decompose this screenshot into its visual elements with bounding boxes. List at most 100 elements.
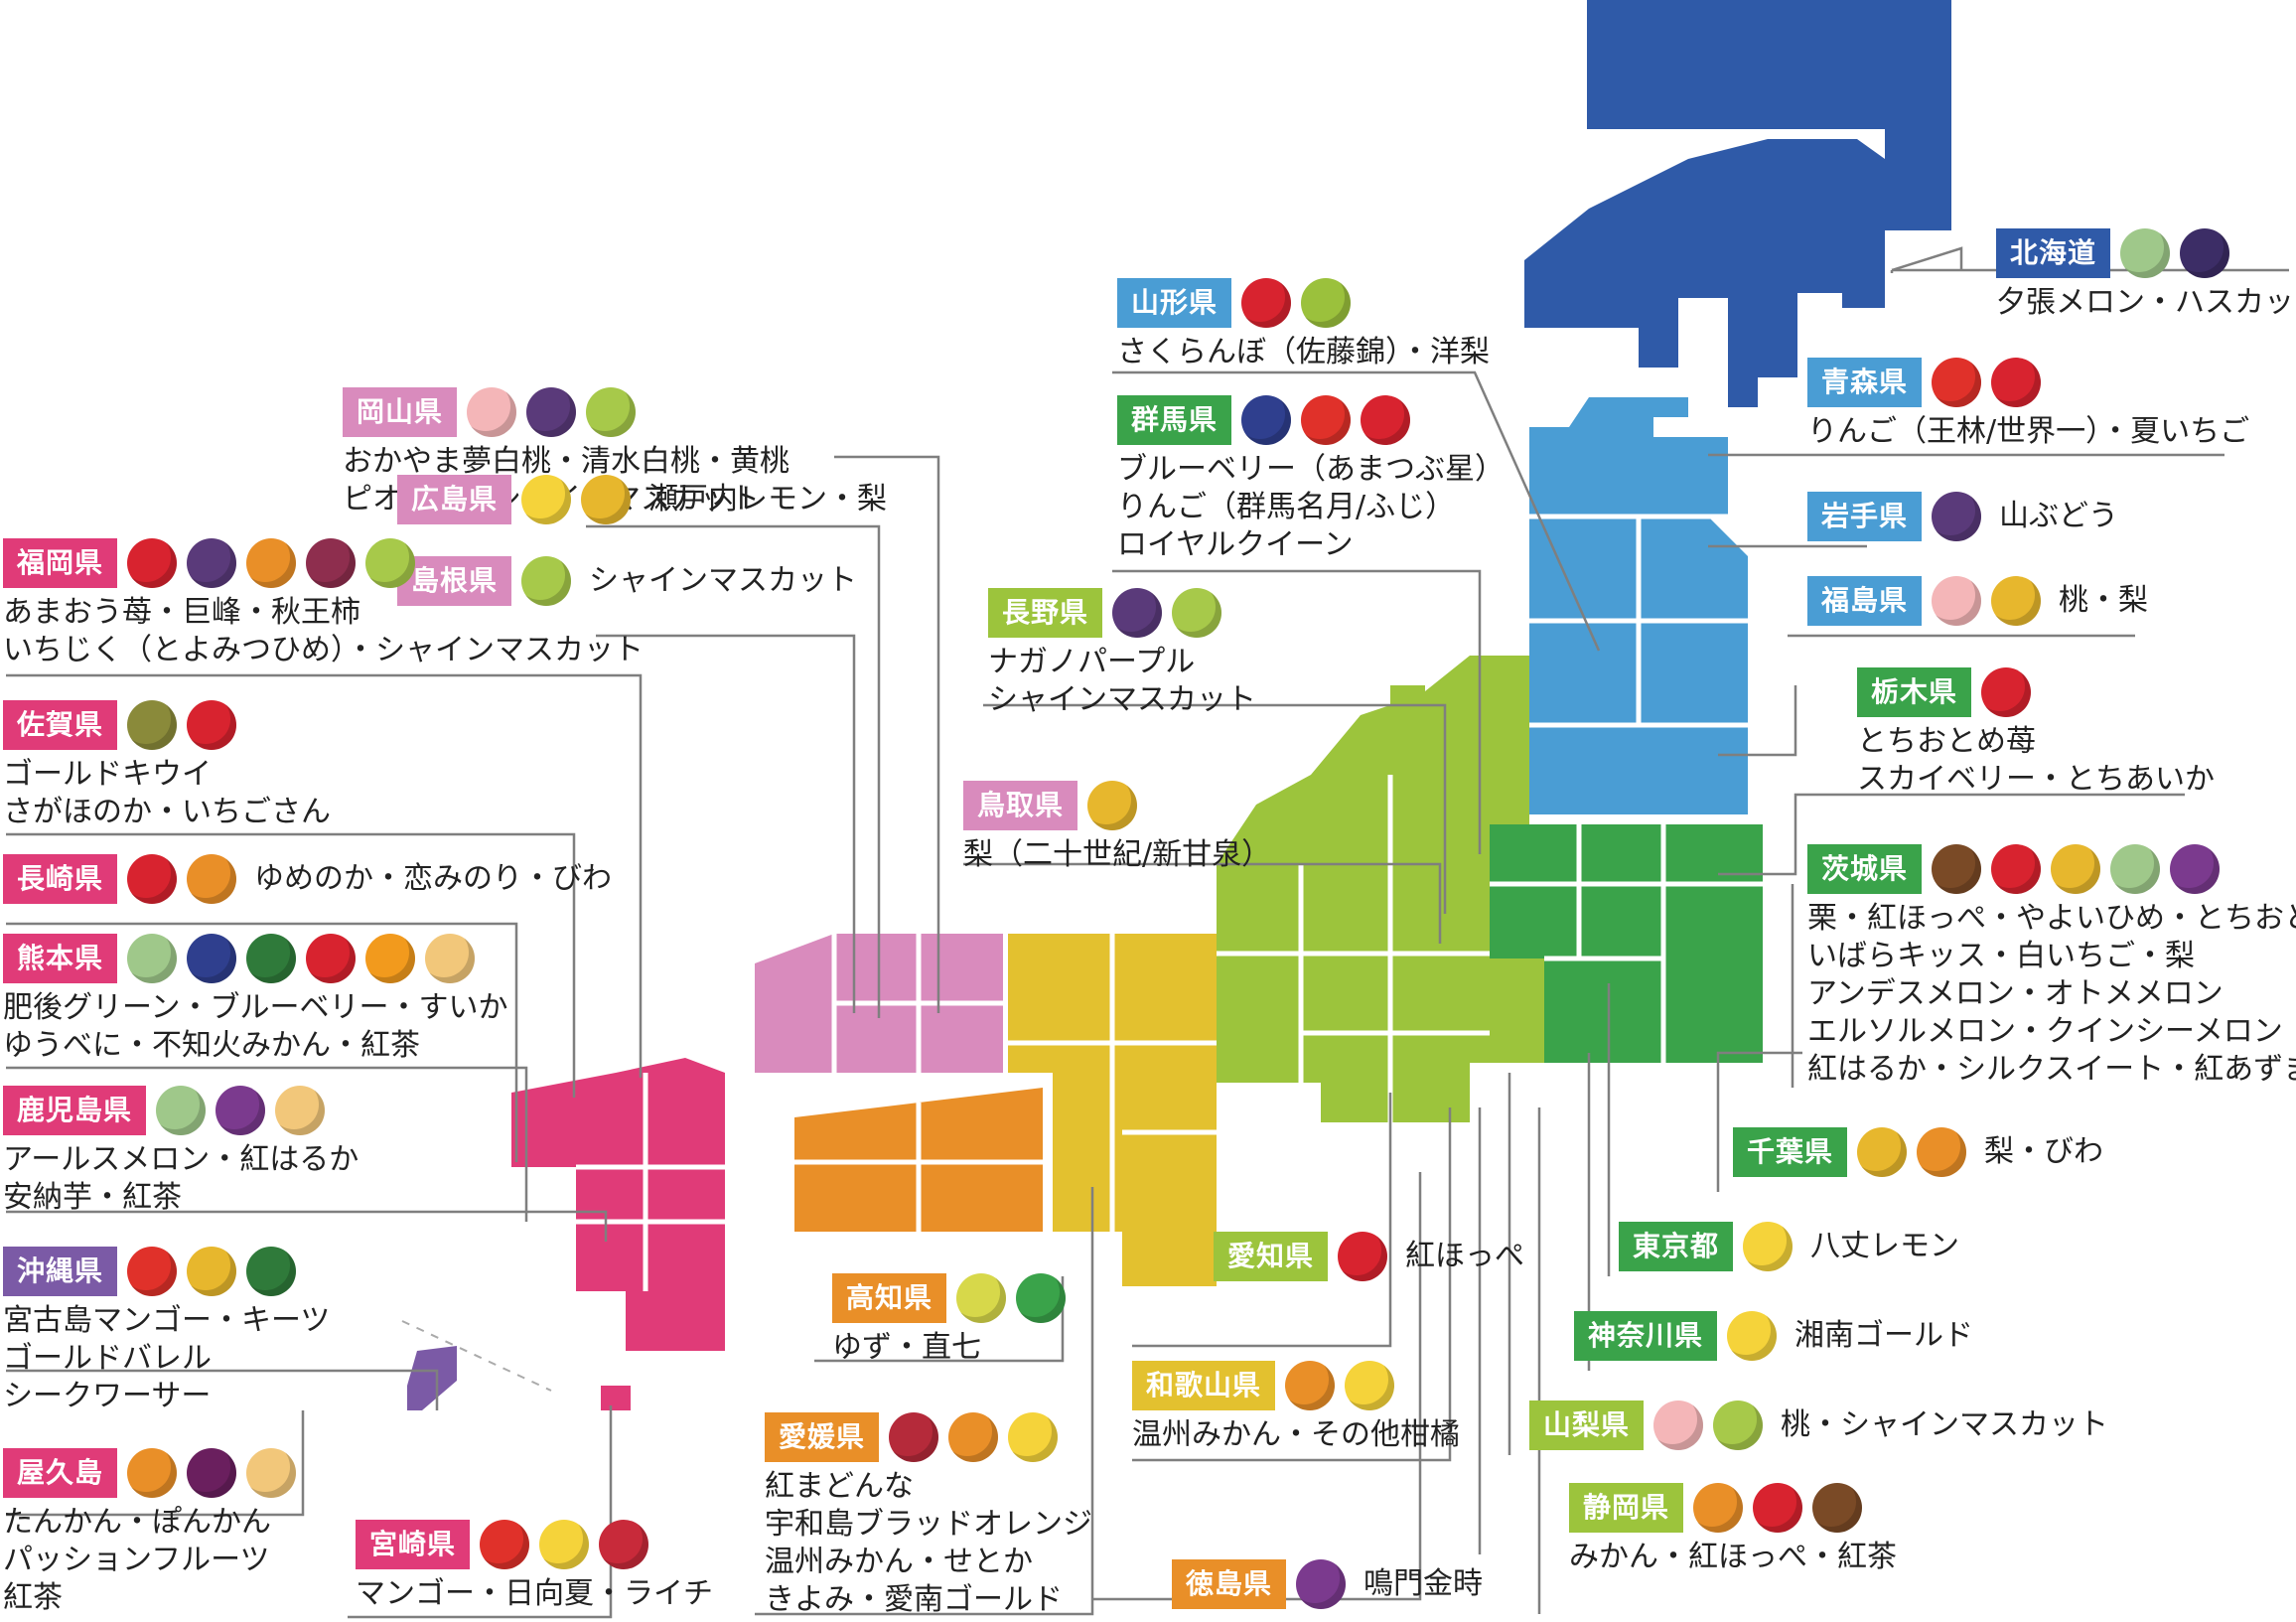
label-header: 東京都八丈レモン [1619,1222,1959,1271]
prefecture-name-tag: 神奈川県 [1574,1311,1718,1361]
fruit-icon [2051,844,2101,894]
fruit-icon [1296,1559,1347,1609]
product-text: 桃・梨 [2059,583,2149,618]
product-text: ゆめのか・恋みのり・びわ [254,861,613,896]
product-line: おかやま夢白桃・清水白桃・黄桃 [343,444,789,479]
product-line: マンゴー・日向夏・ライチ [356,1576,713,1611]
fruit-icon [521,556,572,606]
label-chiba: 千葉県 梨・びわ [1733,1127,2103,1177]
product-line: いちじく（とよみつひめ）・シャインマスカット [3,633,644,667]
fruit-icon [187,854,237,904]
fruit-icon [1016,1273,1067,1323]
kanto-borders [1490,824,1763,1063]
fruit-icon [1241,278,1292,328]
fruit-icon [599,1520,649,1569]
region-okinawa [407,1346,457,1410]
product-lines: 紅まどんな宇和島ブラッドオレンジ温州みかん・せとかきよみ・愛南ゴールド [765,1468,1092,1619]
fruit-icon [1087,781,1138,830]
product-lines: ゴールドキウイさがほのか・いちごさん [3,756,331,831]
product-line: いばらキッス・白いちご・梨 [1807,939,2195,973]
fruit-icon [2110,844,2161,894]
product-line: アンデスメロン・オトメメロン [1807,976,2224,1011]
label-kumamoto: 熊本県肥後グリーン・ブルーベリー・すいかゆうべに・不知火みかん・紅茶 [3,934,508,1065]
label-header: 茨城県 [1807,844,2296,894]
chubu-borders [1217,775,1490,1122]
kinki-borders [1008,934,1217,1232]
product-line: 紅茶 [3,1580,63,1615]
product-text: 梨・びわ [1984,1134,2104,1169]
product-text: 鳴門金時 [1363,1566,1484,1601]
product-lines: とちおとめ苺スカイベリー・とちあいか [1857,723,2215,799]
product-text: 八丈レモン [1810,1229,1960,1263]
prefecture-name-tag: 北海道 [1996,228,2111,278]
product-line: 紅はるか・シルクスイート・紅あずま [1807,1052,2296,1087]
yakushima-island [601,1386,631,1410]
label-fukuoka: 福岡県あまおう苺・巨峰・秋王柿いちじく（とよみつひめ）・シャインマスカット [3,538,644,669]
prefecture-name-tag: 群馬県 [1117,395,1232,445]
label-kagoshima: 鹿児島県アールスメロン・紅はるか安納芋・紅茶 [3,1086,359,1217]
prefecture-name-tag: 千葉県 [1733,1127,1848,1177]
label-shimane: 島根県シャインマスカット [397,556,857,606]
prefecture-name-tag: 栃木県 [1857,667,1972,717]
product-lines: マンゴー・日向夏・ライチ [356,1575,713,1613]
label-hokkaido: 北海道夕張メロン・ハスカップ [1996,228,2296,322]
fruit-icon [1112,588,1163,638]
prefecture-name-tag: 鳥取県 [963,781,1078,830]
product-lines: 梨（二十世紀/新甘泉） [963,836,1271,874]
fruit-icon [1361,395,1411,445]
product-lines: 宮古島マンゴー・キーツゴールドバレルシークワーサー [3,1302,330,1415]
fruit-icon [956,1273,1007,1323]
product-text: 山ぶどう [1999,499,2119,533]
prefecture-name-tag: 岩手県 [1807,492,1923,541]
prefecture-name-tag: 広島県 [397,475,512,524]
prefecture-name-tag: 和歌山県 [1132,1361,1276,1410]
fruit-icon [1653,1401,1704,1450]
product-lines: さくらんぼ（佐藤錦）・洋梨 [1117,334,1490,371]
fruit-icon [1812,1483,1863,1533]
label-header: 広島県瀬戸内レモン・梨 [397,475,887,524]
product-lines: アールスメロン・紅はるか安納芋・紅茶 [3,1141,359,1217]
shikoku-borders [794,1103,1043,1232]
label-gunma: 群馬県ブルーベリー（あまつぶ星）りんご（群馬名月/ふじ）ロイヤルクイーン [1117,395,1505,564]
label-header: 福岡県 [3,538,644,588]
product-lines: みかん・紅ほっぺ・紅茶 [1569,1539,1897,1576]
label-header: 和歌山県 [1132,1361,1460,1410]
fruit-icon [1753,1483,1803,1533]
label-yakushima: 屋久島たんかん・ぽんかんパッションフルーツ紅茶 [3,1448,297,1617]
prefecture-name-tag: 静岡県 [1569,1483,1684,1533]
product-line: 安納芋・紅茶 [3,1180,182,1215]
fruit-icon [1345,1361,1395,1410]
fruit-icon [1727,1311,1778,1361]
product-lines: ブルーベリー（あまつぶ星）りんご（群馬名月/ふじ）ロイヤルクイーン [1117,451,1505,564]
label-header: 沖縄県 [3,1247,330,1296]
fruit-icon [1285,1361,1336,1410]
fruit-icon [581,475,632,524]
fruit-icon [187,538,237,588]
label-header: 山梨県桃・シャインマスカット [1529,1401,2108,1450]
product-lines: りんご（王林/世界一）・夏いちご [1807,413,2249,451]
product-line: 温州みかん・その他柑橘 [1132,1417,1460,1452]
fruit-icon [127,1247,178,1296]
product-line: ゆず・直七 [832,1330,981,1365]
prefecture-name-tag: 山梨県 [1529,1401,1645,1450]
prefecture-name-tag: 福島県 [1807,576,1923,626]
fruit-icon [2180,228,2230,278]
product-line: ゴールドキウイ [3,757,212,792]
fruit-icon [1857,1127,1908,1177]
fruit-icon [187,1448,237,1498]
fruit-icon [187,934,237,983]
product-line: さくらんぼ（佐藤錦）・洋梨 [1117,335,1490,369]
product-line: 紅まどんな [765,1469,914,1504]
label-header: 佐賀県 [3,700,331,750]
fruit-icon [539,1520,590,1569]
product-line: パッションフルーツ [3,1543,270,1577]
fruit-icon [187,700,237,750]
product-lines: ゆず・直七 [832,1329,1066,1367]
prefecture-name-tag: 青森県 [1807,358,1923,407]
fruit-icon [1932,576,1982,626]
label-miyazaki: 宮崎県マンゴー・日向夏・ライチ [356,1520,713,1613]
fruit-icon [526,387,577,437]
label-header: 徳島県鳴門金時 [1172,1559,1483,1609]
product-line: ロイヤルクイーン [1117,527,1354,562]
prefecture-name-tag: 高知県 [832,1273,947,1323]
